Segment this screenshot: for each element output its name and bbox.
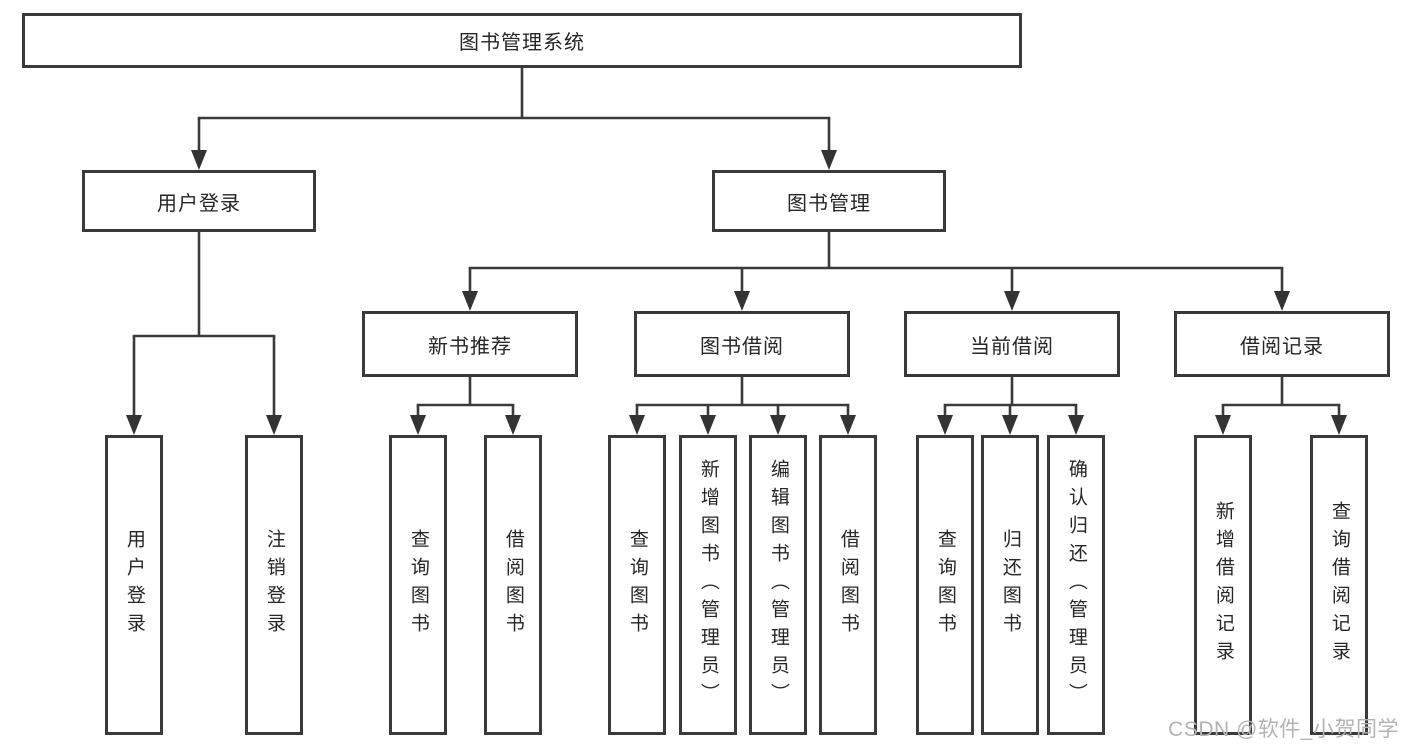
- csdn-watermark: CSDN @软件_小贺同学: [1168, 718, 1399, 741]
- leaf-query-books-current: 查询图书: [916, 435, 974, 735]
- leaf-edit-books-admin: 编辑图书（管理员）: [749, 435, 807, 735]
- node-book-borrow-label: 图书借阅: [700, 335, 784, 358]
- node-borrow-records: 借阅记录: [1174, 311, 1390, 377]
- node-book-management: 图书管理: [712, 170, 946, 232]
- node-user-login-label: 用户登录: [157, 192, 241, 215]
- leaf-confirm-return-admin-label: 确认归还（管理员）: [1065, 459, 1087, 711]
- leaf-query-books-recommend-label: 查询图书: [407, 529, 429, 641]
- leaf-add-borrow-record-label: 新增借阅记录: [1212, 501, 1234, 669]
- leaf-query-books-current-label: 查询图书: [934, 529, 956, 641]
- leaf-query-books-borrow: 查询图书: [608, 435, 666, 735]
- node-new-book-recommend: 新书推荐: [362, 311, 578, 377]
- leaf-user-login: 用户登录: [105, 435, 163, 735]
- node-root-label: 图书管理系统: [459, 32, 585, 54]
- leaf-edit-books-admin-label: 编辑图书（管理员）: [767, 459, 789, 711]
- node-current-borrow: 当前借阅: [904, 311, 1120, 377]
- leaf-borrow-books: 借阅图书: [819, 435, 877, 735]
- leaf-borrow-books-recommend: 借阅图书: [484, 435, 542, 735]
- leaf-borrow-books-recommend-label: 借阅图书: [502, 529, 524, 641]
- node-current-borrow-label: 当前借阅: [970, 335, 1054, 358]
- node-book-borrow: 图书借阅: [634, 311, 850, 377]
- leaf-add-books-admin: 新增图书（管理员）: [679, 435, 737, 735]
- leaf-query-books-borrow-label: 查询图书: [626, 529, 648, 641]
- node-user-login: 用户登录: [82, 170, 316, 232]
- leaf-return-books: 归还图书: [981, 435, 1039, 735]
- node-book-management-label: 图书管理: [787, 192, 871, 215]
- leaf-confirm-return-admin: 确认归还（管理员）: [1047, 435, 1105, 735]
- leaf-user-login-label: 用户登录: [123, 529, 145, 641]
- node-new-book-recommend-label: 新书推荐: [428, 335, 512, 358]
- leaf-logout: 注销登录: [245, 435, 303, 735]
- leaf-borrow-books-label: 借阅图书: [837, 529, 859, 641]
- leaf-query-borrow-record: 查询借阅记录: [1310, 435, 1368, 735]
- node-borrow-records-label: 借阅记录: [1240, 335, 1324, 358]
- leaf-add-borrow-record: 新增借阅记录: [1194, 435, 1252, 735]
- leaf-query-borrow-record-label: 查询借阅记录: [1328, 501, 1350, 669]
- node-root: 图书管理系统: [22, 13, 1022, 68]
- leaf-return-books-label: 归还图书: [999, 529, 1021, 641]
- leaf-logout-label: 注销登录: [263, 529, 285, 641]
- leaf-query-books-recommend: 查询图书: [389, 435, 447, 735]
- leaf-add-books-admin-label: 新增图书（管理员）: [697, 459, 719, 711]
